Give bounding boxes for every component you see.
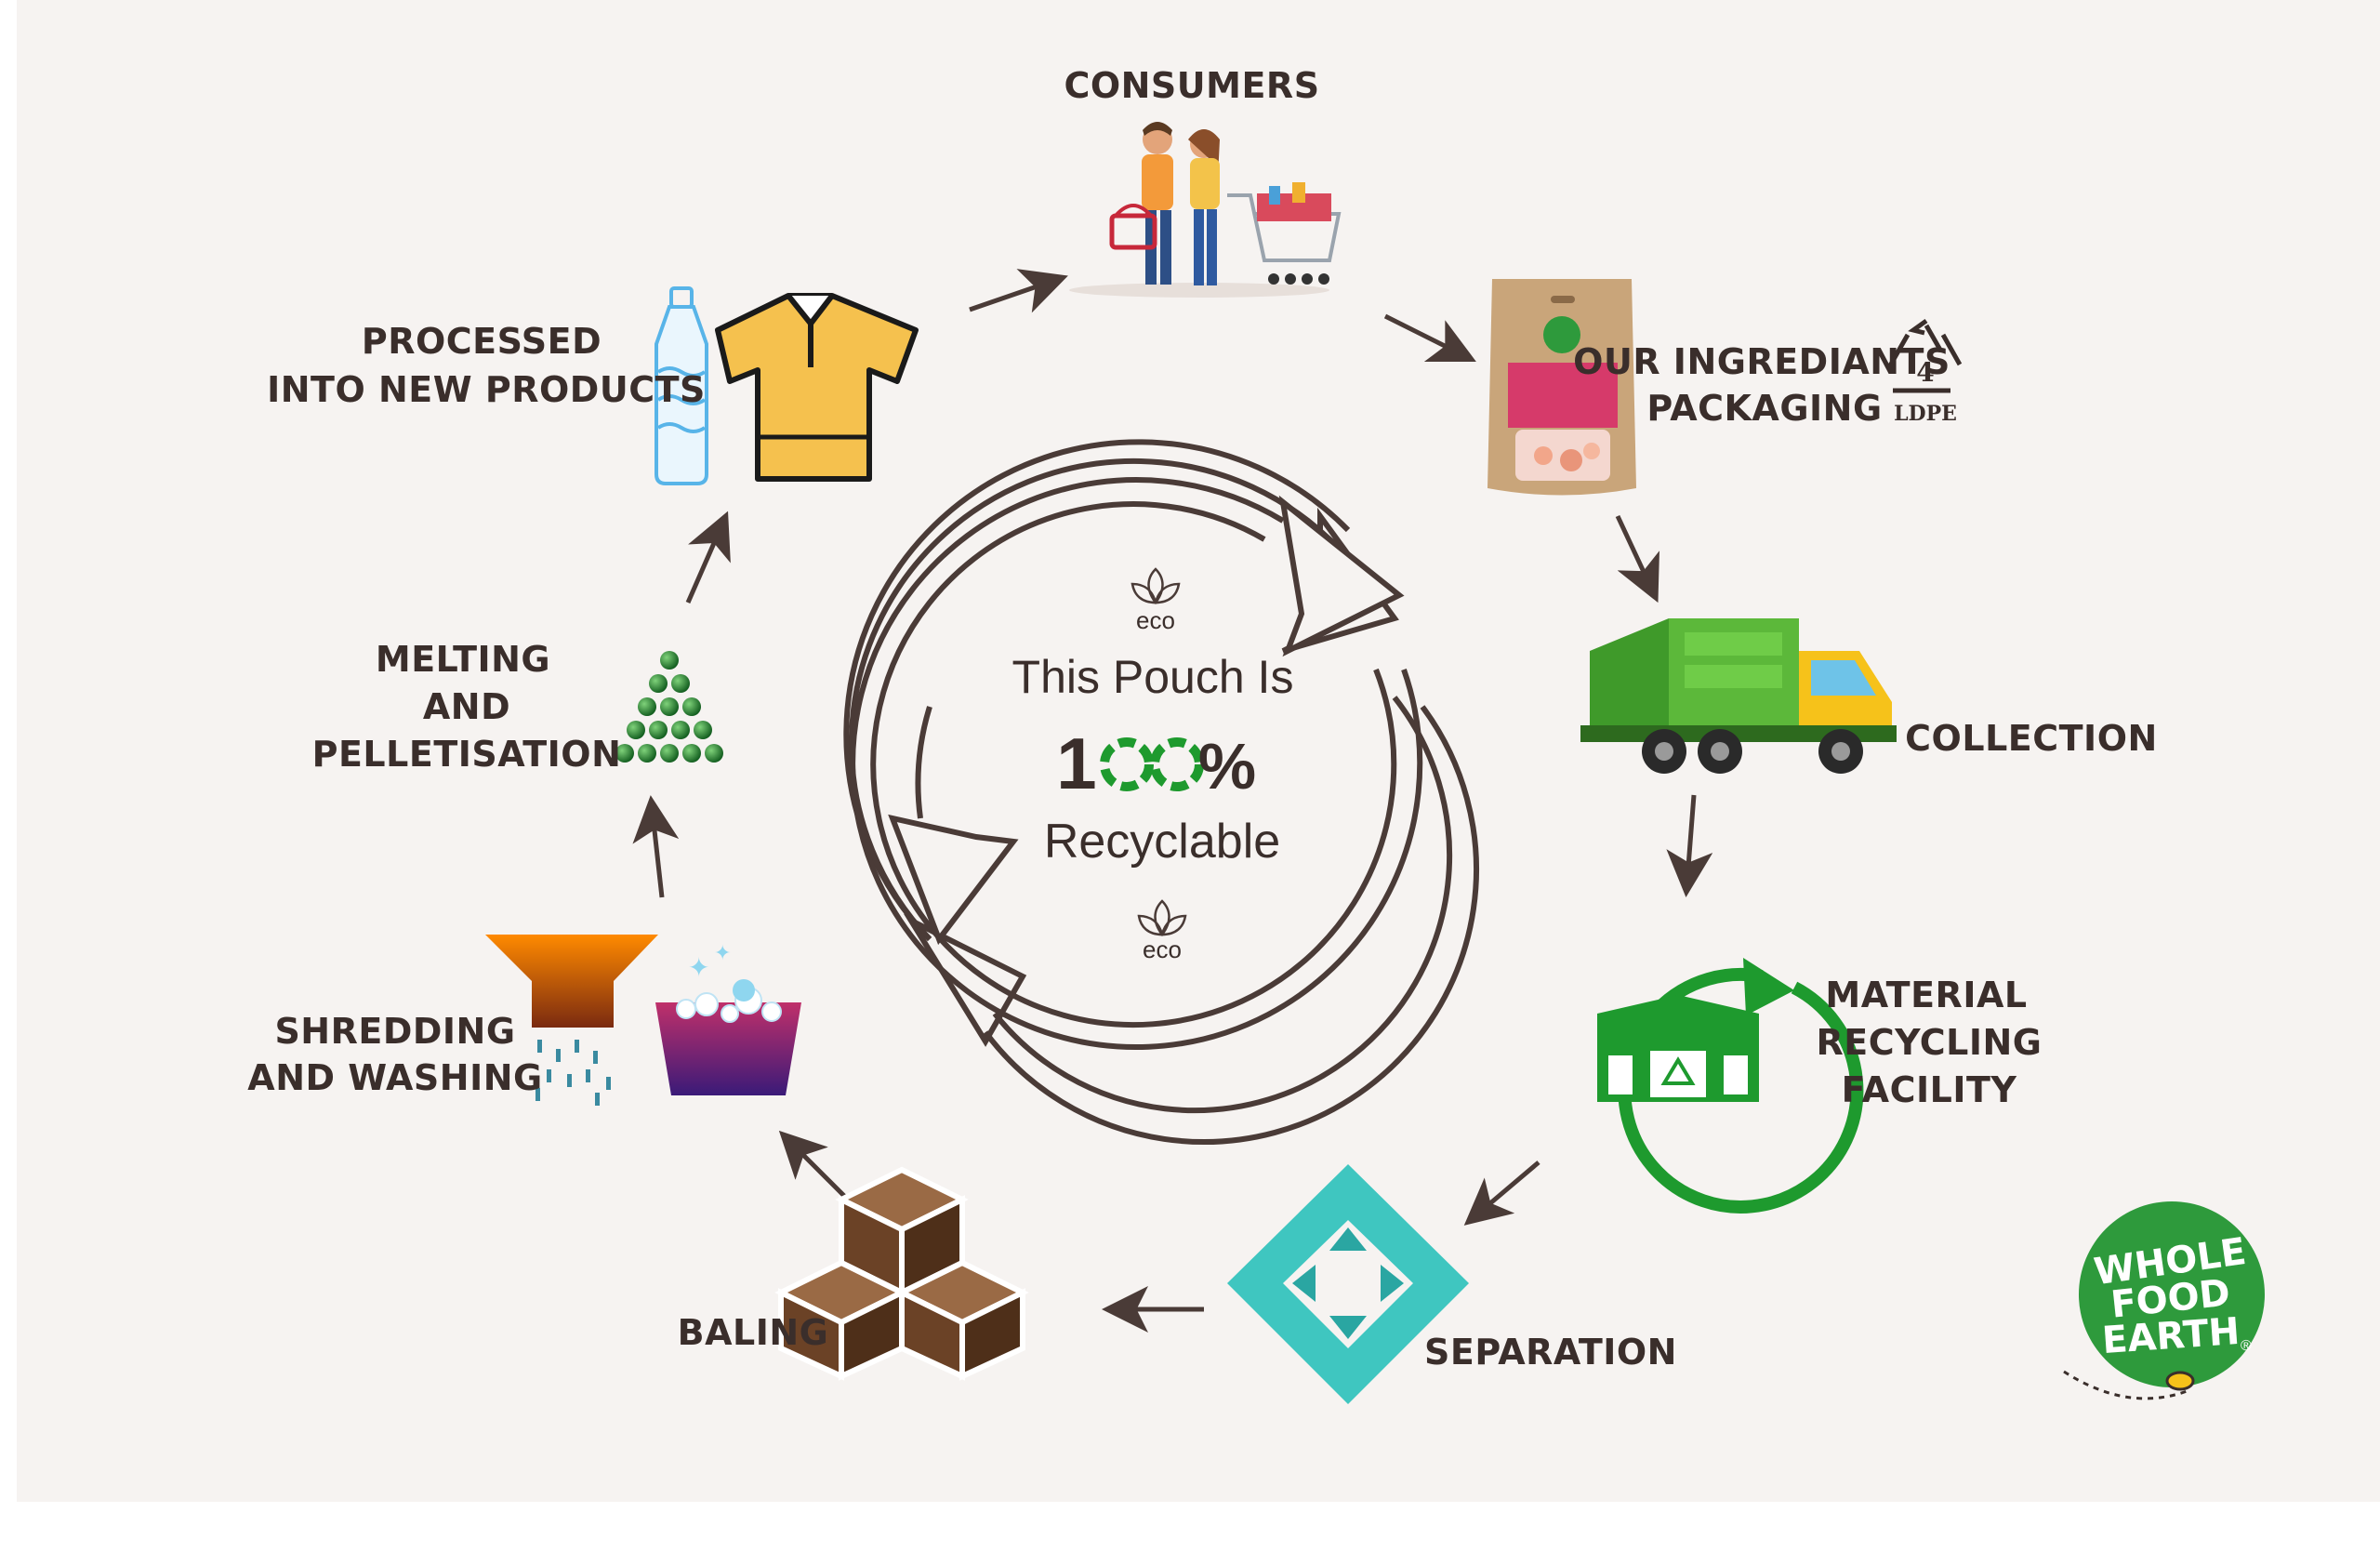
- center-percent: 1 %: [1056, 723, 1256, 804]
- shredder-funnel-icon: [485, 935, 658, 1106]
- arrow-melting-to-products: [685, 511, 731, 604]
- consumers-illustration: [1069, 122, 1342, 298]
- label-mrf-3: FACILITY: [1842, 1069, 2017, 1110]
- washing-tub-icon: ✦ ✦: [655, 941, 801, 1095]
- logo-text-3: EARTH: [2101, 1310, 2241, 1362]
- label-collection: COLLECTION: [1905, 718, 2158, 759]
- percent-sign: %: [1198, 730, 1256, 803]
- bee-icon: [2165, 1371, 2195, 1391]
- bottle-icon: [654, 286, 708, 485]
- arrow-collection-to-mrf: [1666, 794, 1713, 897]
- separation-icon: [1227, 1164, 1469, 1404]
- eco-label-top: eco: [1136, 606, 1175, 634]
- bee-trail: [2063, 1370, 2190, 1400]
- eco-icon-top: [1130, 567, 1181, 605]
- label-processed-1: PROCESSED: [362, 321, 602, 362]
- logo-registered-mark: ®: [2241, 1338, 2252, 1354]
- arrow-consumers-to-packaging: [1383, 313, 1476, 362]
- label-packaging-2: PACKAGING: [1646, 388, 1882, 429]
- label-packaging-1: OUR INGREDIANTS: [1573, 341, 1950, 382]
- label-melting-3: PELLETISATION: [312, 734, 622, 775]
- eco-icon-bottom: [1137, 899, 1187, 937]
- ldpe-label: LDPE: [1894, 402, 1957, 426]
- sparkle-icon: ✦: [688, 953, 709, 982]
- bales-illustration: [774, 1166, 1029, 1381]
- arrow-mrf-to-separation: [1463, 1161, 1540, 1226]
- label-consumers: CONSUMERS: [1064, 65, 1319, 106]
- pouch-illustration: [1488, 279, 1636, 496]
- label-processed-2: INTO NEW PRODUCTS: [267, 369, 706, 410]
- label-mrf-1: MATERIAL: [1825, 975, 2027, 1015]
- center-circle-outline: [850, 477, 1423, 1050]
- ldpe-recycle-icon: [1886, 318, 1963, 393]
- shirt-icon: [715, 293, 919, 482]
- garbage-truck-illustration: [1580, 618, 1897, 774]
- mrf-icon: [1597, 958, 1864, 1214]
- whole-food-earth-logo: WHOLE FOOD EARTH ®: [2063, 1201, 2265, 1400]
- percent-zero-2: [1150, 737, 1204, 791]
- percent-zero-1: [1100, 737, 1154, 791]
- label-shredding-2: AND WASHING: [247, 1057, 542, 1098]
- pellets-icon: [615, 651, 723, 763]
- label-baling: BALING: [678, 1312, 829, 1353]
- center-line-1: This Pouch Is: [1012, 651, 1294, 703]
- ldpe-number: 4: [1916, 357, 1934, 388]
- label-melting-2: AND: [423, 686, 510, 727]
- eco-label-bottom: eco: [1143, 935, 1182, 963]
- percent-digit: 1: [1056, 723, 1096, 804]
- sparkle-icon-2: ✦: [714, 941, 731, 964]
- flow-arrows: [632, 269, 1713, 1333]
- arrow-baling-to-shredding: [778, 1130, 850, 1201]
- center-line-3: Recyclable: [1044, 815, 1280, 869]
- label-separation: SEPARATION: [1424, 1332, 1677, 1373]
- arrow-packaging-to-collection: [1615, 514, 1659, 604]
- arrow-shredding-to-melting: [632, 795, 680, 898]
- arrow-products-to-consumers: [969, 269, 1068, 313]
- label-melting-1: MELTING: [376, 639, 550, 680]
- label-shredding-1: SHREDDING: [274, 1011, 515, 1052]
- label-mrf-2: RECYCLING: [1816, 1022, 2042, 1063]
